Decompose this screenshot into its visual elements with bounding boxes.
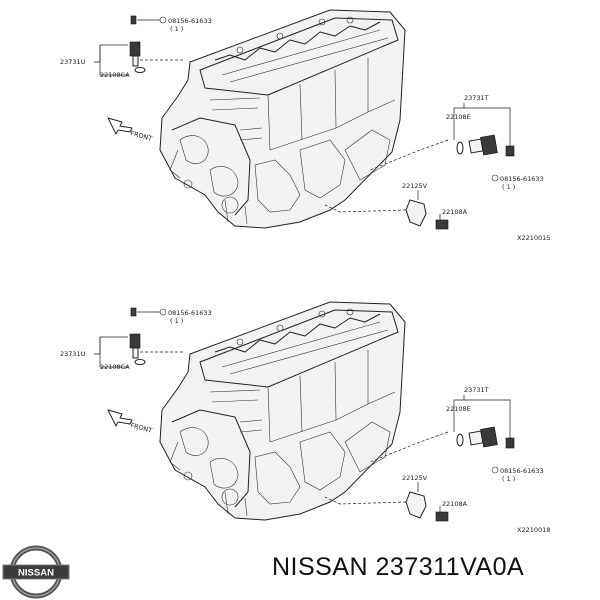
engine-block-illustration (159, 301, 406, 521)
drawing-number: X2210015 (517, 234, 550, 242)
bolt-right-qty: ( 1 ) (502, 475, 515, 483)
sensor-left-label: 23731U (60, 58, 86, 66)
cam-sensor-left-assembly (94, 307, 185, 368)
bracket-label: 22125V (402, 474, 428, 482)
part-caption: NISSAN 237311VA0A (272, 553, 525, 581)
oring-left-icon (134, 359, 146, 365)
oring-left-icon (134, 67, 146, 73)
cam-sensor-right-assembly (369, 395, 515, 474)
oring-right-label: 22108E (446, 405, 471, 413)
bolt-top-icon (130, 15, 137, 25)
oring-right-icon (456, 141, 464, 155)
bracket-icon (405, 491, 427, 519)
bolt-bottom-label: 22108A (442, 208, 468, 216)
bolt-top-code: 08156-61633 (168, 309, 212, 317)
engine-diagram-bottom: 08156-61633 ( 1 ) 23731U 22108CA FRONT 2… (60, 301, 550, 534)
front-arrow-icon (107, 117, 133, 135)
bolt-right-code: 08156-61633 (500, 467, 544, 475)
sensor-right-label: 23731T (464, 386, 489, 394)
drawing-number: X2210018 (517, 526, 550, 534)
bolt-right-code: 08156-61633 (500, 175, 544, 183)
logo-text: NISSAN (18, 568, 54, 579)
bolt-top-qty: ( 1 ) (170, 317, 183, 325)
cam-sensor-left-assembly (94, 15, 185, 76)
oring-right-icon (456, 433, 464, 447)
bolt-right-icon (505, 145, 515, 157)
bolt-top-qty: ( 1 ) (170, 25, 183, 33)
front-label: FRONT (129, 129, 153, 142)
oring-right-label: 22108E (446, 113, 471, 121)
sensor-right-icon (480, 426, 498, 448)
sensor-left-icon (129, 41, 141, 57)
bracket-label: 22125V (402, 182, 428, 190)
front-label: FRONT (129, 421, 153, 434)
engine-block-illustration (159, 9, 406, 229)
bolt-right-qty: ( 1 ) (502, 183, 515, 191)
bolt-top-code: 08156-61633 (168, 17, 212, 25)
nissan-logo-icon: NISSAN (2, 545, 70, 599)
bracket-icon (405, 199, 427, 227)
bolt-right-icon (505, 437, 515, 449)
cam-sensor-right-assembly (369, 103, 515, 182)
bracket-assembly (324, 482, 449, 522)
sensor-right-icon (480, 134, 498, 156)
bolt-bottom-icon (435, 511, 449, 522)
sensor-left-label: 23731U (60, 350, 86, 358)
sensor-left-icon (129, 333, 141, 349)
engine-diagram-top: 08156-61633 ( 1 ) 23731U 22108CA FRONT 2… (60, 9, 550, 242)
sensor-right-label: 23731T (464, 94, 489, 102)
bracket-assembly (324, 190, 449, 230)
front-arrow-icon (107, 409, 133, 427)
bolt-top-icon (130, 307, 137, 317)
oring-left-label: 22108CA (100, 363, 130, 371)
oring-left-label: 22108CA (100, 71, 130, 79)
bolt-bottom-icon (435, 219, 449, 230)
bolt-bottom-label: 22108A (442, 500, 468, 508)
